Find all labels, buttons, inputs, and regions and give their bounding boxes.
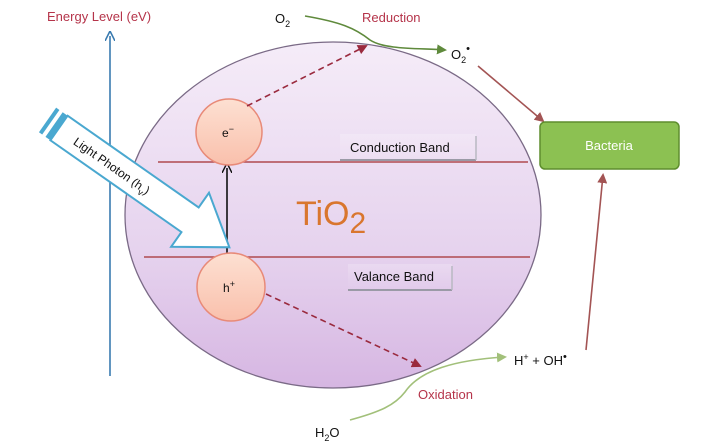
conduction-band-label-box: Conduction Band (340, 134, 477, 161)
hole-label: h+ (223, 279, 235, 295)
oxidation-label: Oxidation (418, 387, 473, 402)
photon-arrow-tail-band-outer (38, 107, 60, 135)
reduction-label: Reduction (362, 10, 421, 25)
bacteria-label: Bacteria (585, 138, 633, 153)
oxidation-curve-arrow (349, 352, 507, 421)
hole-orb (196, 252, 266, 322)
h2o-label: H2O (315, 425, 340, 443)
conduction-band-label: Conduction Band (350, 140, 450, 155)
valance-band-label: Valance Band (354, 269, 434, 284)
photon-arrow-tail-band (45, 112, 68, 141)
valance-band-label-box: Valance Band (348, 264, 453, 291)
products-label: H+ + OH• (514, 351, 567, 368)
o2-label: O2 (275, 11, 290, 29)
reduction-curve-arrow (304, 15, 447, 55)
electron-label: e− (222, 124, 234, 140)
superoxide-to-bacteria-arrow (477, 65, 545, 123)
bacteria-box: Bacteria (539, 121, 680, 170)
hydroxyl-to-bacteria-arrow (585, 173, 608, 351)
energy-axis-label: Energy Level (eV) (47, 9, 151, 24)
electron-transfer-arrow (246, 45, 368, 107)
tio2-label: TiO2 (296, 195, 366, 240)
hole-transfer-arrow (265, 293, 422, 368)
o2-radical-label: O2• (451, 43, 470, 65)
electron-orb (195, 98, 263, 166)
